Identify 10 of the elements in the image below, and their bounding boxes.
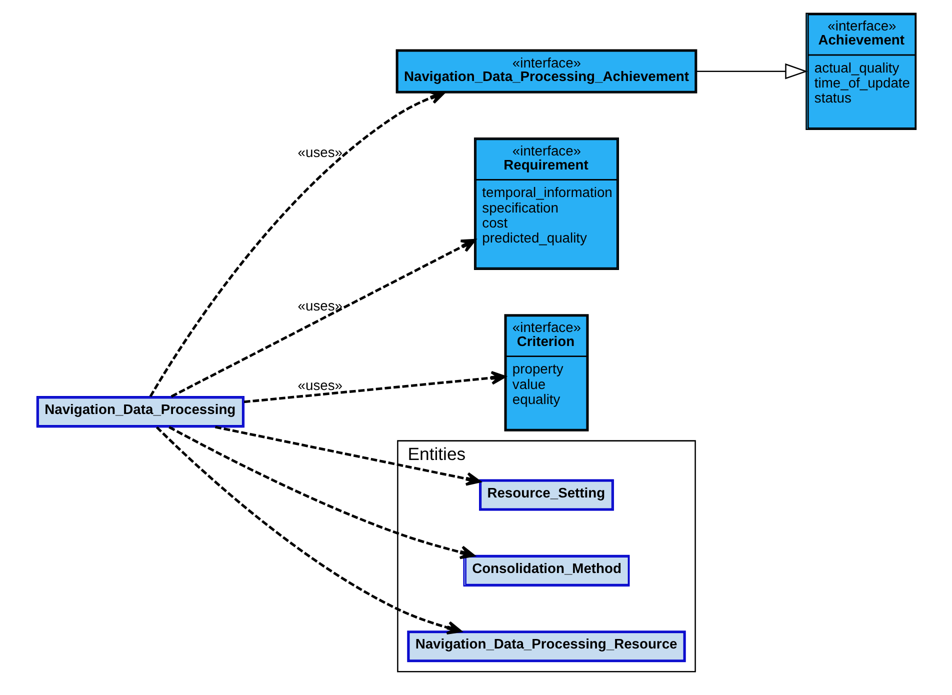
arrow — [148, 90, 444, 398]
edge-label: «uses» — [297, 144, 342, 160]
arrow — [155, 426, 462, 635]
arrow — [168, 426, 474, 560]
edge-label: «uses» — [297, 298, 342, 314]
arrow — [170, 238, 476, 398]
arrow — [243, 370, 506, 404]
arrow — [214, 426, 480, 486]
arrow — [696, 63, 808, 80]
edge-label: «uses» — [297, 377, 342, 394]
